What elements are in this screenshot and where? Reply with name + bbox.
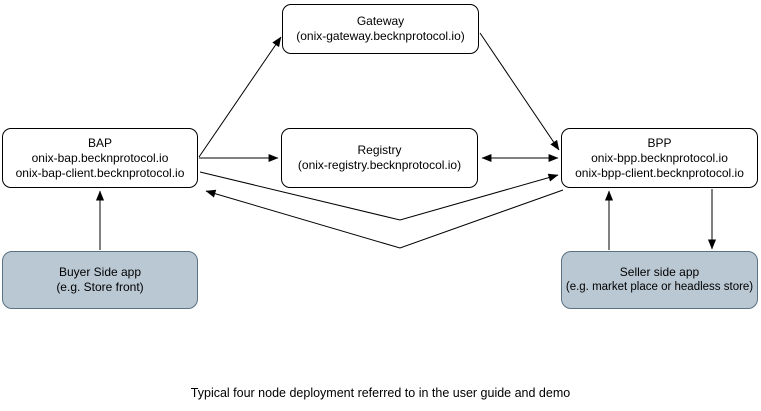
bap-title: BAP	[87, 135, 112, 150]
bpp-client-host: onix-bpp-client.becknprotocol.io	[575, 165, 744, 180]
buyer-app-title: Buyer Side app	[58, 265, 142, 279]
seller-app-subtitle: (e.g. market place or headless store)	[565, 281, 754, 293]
registry-subtitle: (onix-registry.becknprotocol.io)	[297, 158, 462, 172]
node-buyer-side-app: Buyer Side app (e.g. Store front)	[2, 251, 198, 309]
buyer-app-subtitle: (e.g. Store front)	[56, 280, 144, 294]
node-seller-side-app: Seller side app (e.g. market place or he…	[561, 251, 758, 309]
node-registry: Registry (onix-registry.becknprotocol.io…	[281, 128, 478, 188]
edge-bap-to-bpp	[199, 171, 559, 221]
gateway-title: Gateway	[356, 14, 405, 28]
registry-title: Registry	[357, 143, 402, 157]
seller-app-title: Seller side app	[619, 265, 700, 279]
edge-gateway-to-bpp	[479, 32, 560, 151]
bpp-title: BPP	[647, 135, 672, 150]
bpp-host: onix-bpp.becknprotocol.io	[591, 150, 728, 165]
node-bap: BAP onix-bap.becknprotocol.io onix-bap-c…	[2, 128, 198, 188]
edge-bpp-to-bap	[205, 189, 564, 249]
node-gateway: Gateway (onix-gateway.becknprotocol.io)	[282, 4, 479, 54]
edge-bap-to-gateway	[198, 36, 282, 158]
node-bpp: BPP onix-bpp.becknprotocol.io onix-bpp-c…	[561, 128, 758, 188]
gateway-subtitle: (onix-gateway.becknprotocol.io)	[296, 29, 465, 43]
bap-client-host: onix-bap-client.becknprotocol.io	[15, 165, 185, 180]
diagram-caption: Typical four node deployment referred to…	[190, 386, 571, 400]
bap-host: onix-bap.becknprotocol.io	[31, 150, 169, 165]
